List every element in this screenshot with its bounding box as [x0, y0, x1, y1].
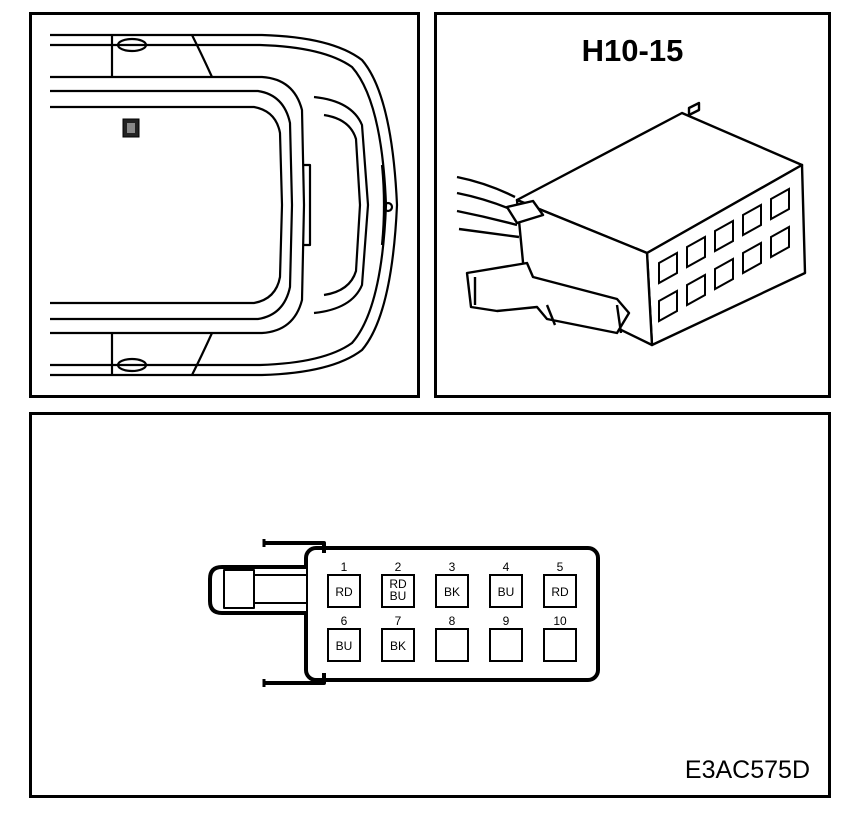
pin-9: 9 — [489, 614, 523, 662]
pin-1: 1RD — [327, 560, 361, 608]
pin-number: 8 — [449, 614, 456, 628]
pin-cavity — [381, 574, 415, 608]
connector-title: H10-15 — [581, 33, 684, 68]
wire-color-label: RD — [389, 577, 407, 591]
pin-number: 2 — [395, 560, 402, 574]
wire-color-label: BK — [444, 585, 460, 599]
wire-color-label: BK — [390, 639, 406, 653]
pin-number: 5 — [557, 560, 564, 574]
pin-4: 4BU — [489, 560, 523, 608]
pin-6: 6BU — [327, 614, 361, 662]
connector-cavity — [770, 187, 790, 221]
pin-number: 1 — [341, 560, 348, 574]
connector-cavity — [742, 203, 762, 237]
vehicle-top-view — [50, 33, 399, 377]
wire-color-label: BU — [390, 589, 407, 603]
pin-number: 10 — [553, 614, 567, 628]
figure-code: E3AC575D — [684, 756, 810, 784]
vehicle-location-panel — [29, 12, 420, 398]
pin-8: 8 — [435, 614, 469, 662]
pin-cavity — [327, 628, 361, 662]
pin-cavity — [327, 574, 361, 608]
connector-illustration-panel: H10-15 — [434, 12, 831, 398]
connector-cavity — [714, 219, 734, 253]
pin-7: 7BK — [381, 614, 415, 662]
pin-number: 7 — [395, 614, 402, 628]
connector-3d-drawing — [456, 101, 807, 347]
pin-number: 4 — [503, 560, 510, 574]
connector-cavity — [658, 251, 678, 285]
connector-cavity — [658, 289, 678, 323]
pin-5: 5RD — [543, 560, 577, 608]
wire-color-label: BU — [498, 585, 515, 599]
pin-cavity — [381, 628, 415, 662]
pin-number: 6 — [341, 614, 348, 628]
connector-cavity — [742, 241, 762, 275]
pin-cavity — [543, 628, 577, 662]
wire-color-label: RD — [551, 585, 569, 599]
connector-cavity — [714, 257, 734, 291]
wire-color-label: BU — [336, 639, 353, 653]
wire-color-label: RD — [335, 585, 353, 599]
pin-number: 3 — [449, 560, 456, 574]
pin-3: 3BK — [435, 560, 469, 608]
pin-cavity — [543, 574, 577, 608]
pin-10: 10 — [543, 614, 577, 662]
connector-cavity — [686, 273, 706, 307]
pin-number: 9 — [503, 614, 510, 628]
pin-cavity — [489, 574, 523, 608]
pin-cavity — [435, 628, 469, 662]
pin-cavity — [489, 628, 523, 662]
connector-cavity — [686, 235, 706, 269]
connector-cavity — [770, 225, 790, 259]
pin-cavity — [435, 574, 469, 608]
